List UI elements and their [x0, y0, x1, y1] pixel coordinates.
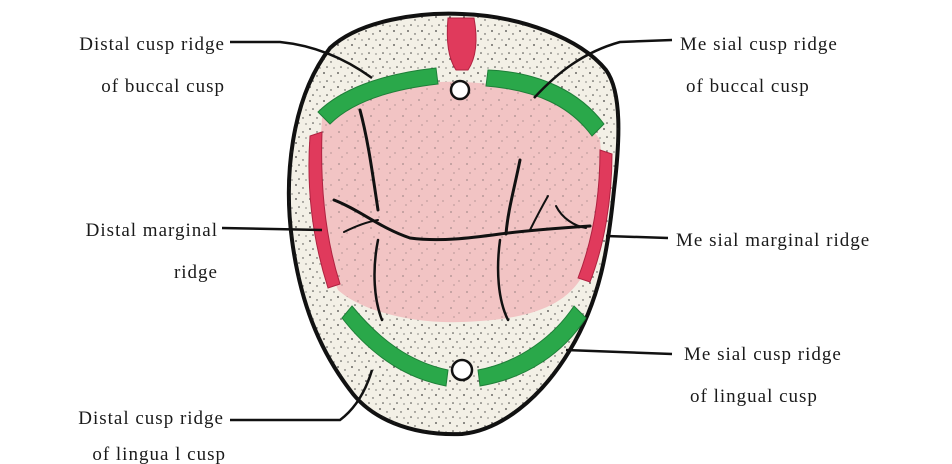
- label-mesial-cusp-ridge-buccal-line2: of buccal cusp: [686, 76, 810, 97]
- label-distal-cusp-ridge-buccal-line2: of buccal cusp: [101, 76, 225, 97]
- label-distal-marginal-ridge-line1: Distal marginal: [86, 220, 218, 241]
- label-mesial-cusp-ridge-buccal: Me sial cusp ridge of buccal cusp: [680, 34, 838, 97]
- label-distal-cusp-ridge-lingual-line2: of lingua l cusp: [92, 444, 226, 464]
- label-distal-cusp-ridge-buccal-line1: Distal cusp ridge: [79, 34, 225, 55]
- buccal-pit: [451, 81, 469, 99]
- label-distal-cusp-ridge-lingual: Distal cusp ridge of lingua l cusp: [78, 408, 226, 464]
- leader-mesial-marginal-ridge: [606, 236, 668, 238]
- label-mesial-cusp-ridge-lingual: Me sial cusp ridge of lingual cusp: [684, 344, 842, 407]
- buccal-pit-ridge-mark: [447, 18, 476, 70]
- label-distal-cusp-ridge-buccal: Distal cusp ridge of buccal cusp: [79, 34, 225, 97]
- label-distal-marginal-ridge-line2: ridge: [174, 262, 218, 283]
- lingual-pit: [452, 360, 472, 380]
- label-mesial-marginal-ridge-line1: Me sial marginal ridge: [676, 230, 870, 251]
- label-mesial-cusp-ridge-lingual-line1: Me sial cusp ridge: [684, 344, 842, 365]
- label-distal-cusp-ridge-lingual-line1: Distal cusp ridge: [78, 408, 224, 429]
- label-mesial-marginal-ridge: Me sial marginal ridge: [676, 230, 870, 251]
- label-distal-marginal-ridge: Distal marginal ridge: [86, 220, 218, 283]
- label-mesial-cusp-ridge-buccal-line1: Me sial cusp ridge: [680, 34, 838, 55]
- leader-mesial-cusp-ridge-lingual: [566, 350, 672, 354]
- label-mesial-cusp-ridge-lingual-line2: of lingual cusp: [690, 386, 818, 407]
